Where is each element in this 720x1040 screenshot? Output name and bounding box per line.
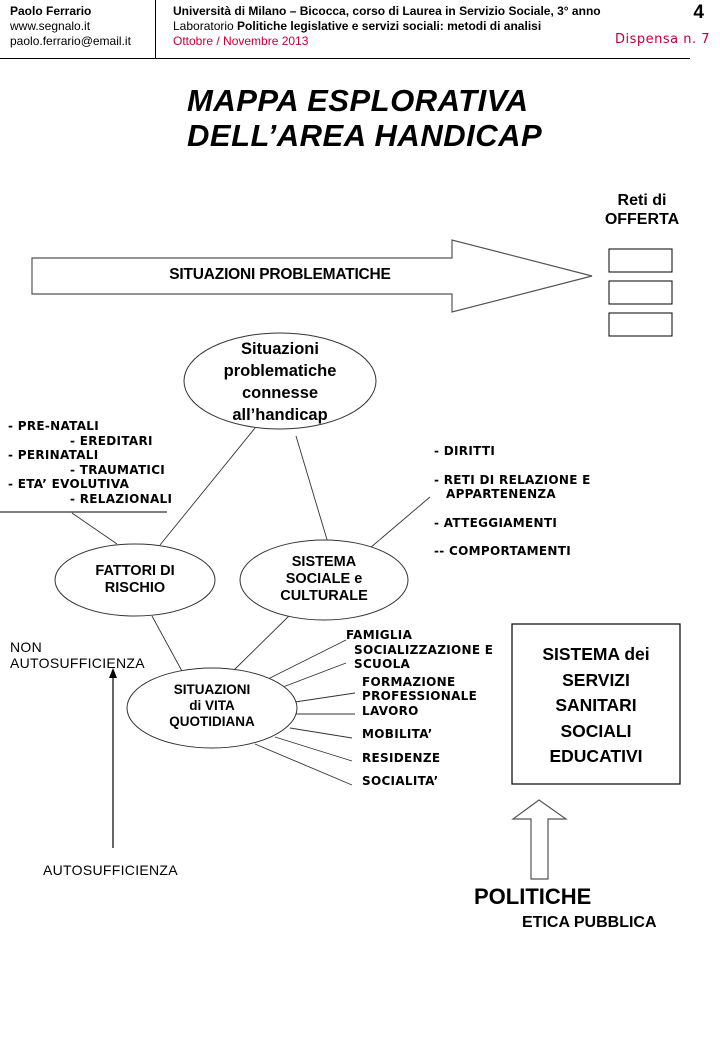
dispensa-label: Dispensa n. 7 <box>614 32 710 47</box>
sistema-line-1: SISTEMA <box>291 554 357 570</box>
fattori-line-2: RISCHIO <box>104 580 166 596</box>
offerta-box-1 <box>608 248 673 273</box>
vita-item: PROFESSIONALE <box>362 689 478 703</box>
risk-factors-list: - PRE-NATALI - EREDITARI - PERINATALI - … <box>8 419 172 506</box>
social-factors-list: - DIRITTI - RETI DI RELAZIONE E APPARTEN… <box>434 444 591 559</box>
connector-socialita <box>254 743 353 786</box>
social-item: - DIRITTI <box>434 444 496 458</box>
connector-sistema-vita <box>231 613 292 673</box>
connector-fattori-vita <box>151 615 184 674</box>
risk-item: - ETA’ EVOLUTIVA <box>8 477 130 491</box>
sistema-line-3: CULTURALE <box>280 588 368 604</box>
risk-item: - PRE-NATALI <box>8 419 100 433</box>
sistema-line-2: SOCIALE e <box>285 571 363 587</box>
big-arrow-label: SITUAZIONI PROBLEMATICHE <box>169 266 391 283</box>
vita-item: RESIDENZE <box>362 750 441 765</box>
connector-socializzazione <box>282 662 347 688</box>
reti-offerta-line-2: OFFERTA <box>604 211 680 228</box>
offerta-box-2 <box>608 280 673 305</box>
politiche-up-arrow <box>511 799 568 880</box>
big-arrow-shape <box>31 239 593 313</box>
sistema-ellipse-shape <box>239 539 409 621</box>
connector-residenze <box>274 736 353 762</box>
author-block: Paolo Ferrario www.segnalo.it paolo.ferr… <box>10 4 131 49</box>
connector-social-list <box>369 496 431 549</box>
vita-line-1: SITUAZIONI <box>173 682 251 697</box>
fattori-line-1: FATTORI DI <box>95 563 175 579</box>
vita-line-2: di VITA <box>189 698 235 713</box>
connector-list-fattori <box>71 512 118 545</box>
vita-ellipse-label: SITUAZIONI di VITA QUOTIDIANA <box>152 682 272 730</box>
vita-line-3: QUOTIDIANA <box>169 714 255 729</box>
servizi-box-shape <box>511 623 681 785</box>
fattori-ellipse-shape <box>54 543 216 617</box>
author-email-link[interactable]: paolo.ferrario@email.it <box>10 34 131 48</box>
central-line-2: problematiche <box>223 362 337 380</box>
etica-pubblica-label: ETICA PUBBLICA <box>522 914 657 931</box>
title-line-2: DELL’AREA HANDICAP <box>187 118 543 153</box>
non-autosufficienza-label: NON AUTOSUFFICIENZA <box>10 639 145 671</box>
risk-item: - EREDITARI <box>70 433 153 448</box>
servizi-line-5: EDUCATIVI <box>549 746 643 766</box>
social-item: - ATTEGGIAMENTI <box>434 515 558 530</box>
central-line-4: all’handicap <box>232 406 328 424</box>
vita-ellipse-shape <box>126 667 298 749</box>
sistema-ellipse-label: SISTEMA SOCIALE e CULTURALE <box>260 554 388 605</box>
lab-line: Laboratorio Politiche legislative e serv… <box>173 19 601 34</box>
social-item: - RETI DI RELAZIONE E <box>434 472 591 487</box>
vita-items-list: FAMIGLIA SOCIALIZZAZIONE E SCUOLA FORMAZ… <box>346 628 493 789</box>
risk-item: - RELAZIONALI <box>70 491 173 506</box>
vita-item: FORMAZIONE <box>362 674 456 689</box>
vita-item: FAMIGLIA <box>346 628 413 642</box>
vita-item: SCUOLA <box>354 657 411 671</box>
central-ellipse-shape <box>183 332 377 430</box>
politiche-label: POLITICHE <box>474 884 592 909</box>
title-line-1: MAPPA ESPLORATIVA <box>187 83 529 118</box>
header-divider <box>155 0 156 58</box>
connector-mobilita <box>289 727 353 739</box>
servizi-line-4: SOCIALI <box>560 720 632 741</box>
non-autosufficienza-line-1: NON <box>10 639 43 655</box>
social-item: -- COMPORTAMENTI <box>434 544 571 558</box>
author-site-link[interactable]: www.segnalo.it <box>10 19 91 33</box>
lab-prefix: Laboratorio <box>173 19 238 33</box>
risk-item: - TRAUMATICI <box>70 462 166 477</box>
reti-offerta-label: Reti di OFFERTA <box>590 191 694 229</box>
connector-central-fattori <box>159 427 256 546</box>
lab-title: Politiche legislative e servizi sociali:… <box>237 19 542 33</box>
servizi-line-3: SANITARI <box>555 695 637 715</box>
risk-item: - PERINATALI <box>8 448 99 462</box>
non-autosufficienza-line-2: AUTOSUFFICIENZA <box>10 655 145 671</box>
period: Ottobre / Novembre 2013 <box>173 34 309 48</box>
servizi-box-label: SISTEMA dei SERVIZI SANITARI SOCIALI EDU… <box>512 642 680 770</box>
servizi-line-1: SISTEMA dei <box>542 644 650 664</box>
central-ellipse-label: Situazioni problematiche connesse all’ha… <box>200 338 360 426</box>
author-name: Paolo Ferrario <box>10 4 92 18</box>
vita-item: MOBILITA’ <box>362 727 433 741</box>
vita-item: SOCIALIZZAZIONE E <box>354 642 494 657</box>
course-block: Università di Milano – Bicocca, corso di… <box>173 4 601 49</box>
fattori-ellipse-label: FATTORI DI RISCHIO <box>75 563 195 597</box>
vita-item: SOCIALITA’ <box>362 774 439 788</box>
connector-central-sistema <box>295 435 329 544</box>
social-item: APPARTENENZA <box>446 487 557 501</box>
header-rule <box>0 58 690 59</box>
page-number: 4 <box>693 2 704 23</box>
autosufficienza-arrowhead <box>109 668 117 678</box>
offerta-box-3 <box>608 312 673 337</box>
central-line-3: connesse <box>241 384 319 402</box>
connector-formazione <box>294 692 356 703</box>
autosufficienza-label: AUTOSUFFICIENZA <box>43 862 178 878</box>
central-line-1: Situazioni <box>241 340 319 358</box>
vita-item: LAVORO <box>362 703 419 718</box>
reti-offerta-line-1: Reti di <box>617 192 667 209</box>
connector-famiglia <box>263 639 347 682</box>
university-line: Università di Milano – Bicocca, corso di… <box>173 4 601 18</box>
page-title: MAPPA ESPLORATIVA DELL’AREA HANDICAP <box>187 83 542 153</box>
servizi-line-2: SERVIZI <box>562 669 630 690</box>
